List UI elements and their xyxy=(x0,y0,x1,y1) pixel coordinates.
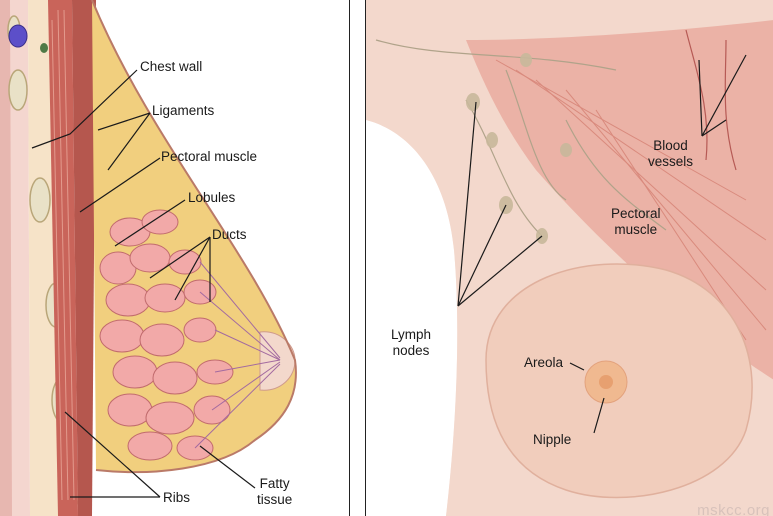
watermark: mskcc.org xyxy=(697,502,770,516)
label-fatty-tissue: Fatty tissue xyxy=(257,476,292,508)
label-fatty-tissue-line2: tissue xyxy=(257,492,293,507)
label-pectoral-muscle-right: Pectoral muscle xyxy=(611,206,661,238)
leader-lines-right xyxy=(457,54,747,434)
label-chest-wall: Chest wall xyxy=(140,59,203,74)
label-pectoral-muscle-right-line2: muscle xyxy=(614,222,658,237)
label-ducts: Ducts xyxy=(212,227,247,242)
lymph-vessels xyxy=(375,39,667,236)
label-lobules: Lobules xyxy=(188,190,236,205)
label-pectoral-muscle: Pectoral muscle xyxy=(161,149,258,164)
label-lymph-nodes: Lymph nodes xyxy=(391,327,431,359)
label-lymph-nodes-line1: Lymph xyxy=(391,327,432,342)
label-fatty-tissue-line1: Fatty xyxy=(259,476,290,491)
label-areola: Areola xyxy=(524,355,564,370)
lymph-nodes xyxy=(466,53,572,244)
label-blood-vessels-line1: Blood xyxy=(653,138,688,153)
label-ligaments: Ligaments xyxy=(152,103,215,118)
cross-section-illustration xyxy=(0,0,349,516)
leader-lines xyxy=(31,69,256,498)
muscle-striations xyxy=(495,59,767,341)
duct-lines xyxy=(194,261,281,449)
label-blood-vessels-line2: vessels xyxy=(648,154,694,169)
cross-section-panel: Chest wall Ligaments Pectoral muscle Lob… xyxy=(0,0,350,516)
blood-vessel-paths xyxy=(685,29,737,171)
label-ribs: Ribs xyxy=(163,490,191,505)
label-pectoral-muscle-right-line1: Pectoral xyxy=(611,206,661,221)
lobule-clusters xyxy=(99,209,234,461)
frontal-view-illustration xyxy=(366,0,773,516)
label-nipple: Nipple xyxy=(533,432,572,447)
label-lymph-nodes-line2: nodes xyxy=(392,343,430,358)
label-blood-vessels: Blood vessels xyxy=(648,138,693,170)
frontal-view-panel: Blood vessels Pectoral muscle Lymph node… xyxy=(365,0,773,516)
panel-gutter xyxy=(350,0,365,516)
